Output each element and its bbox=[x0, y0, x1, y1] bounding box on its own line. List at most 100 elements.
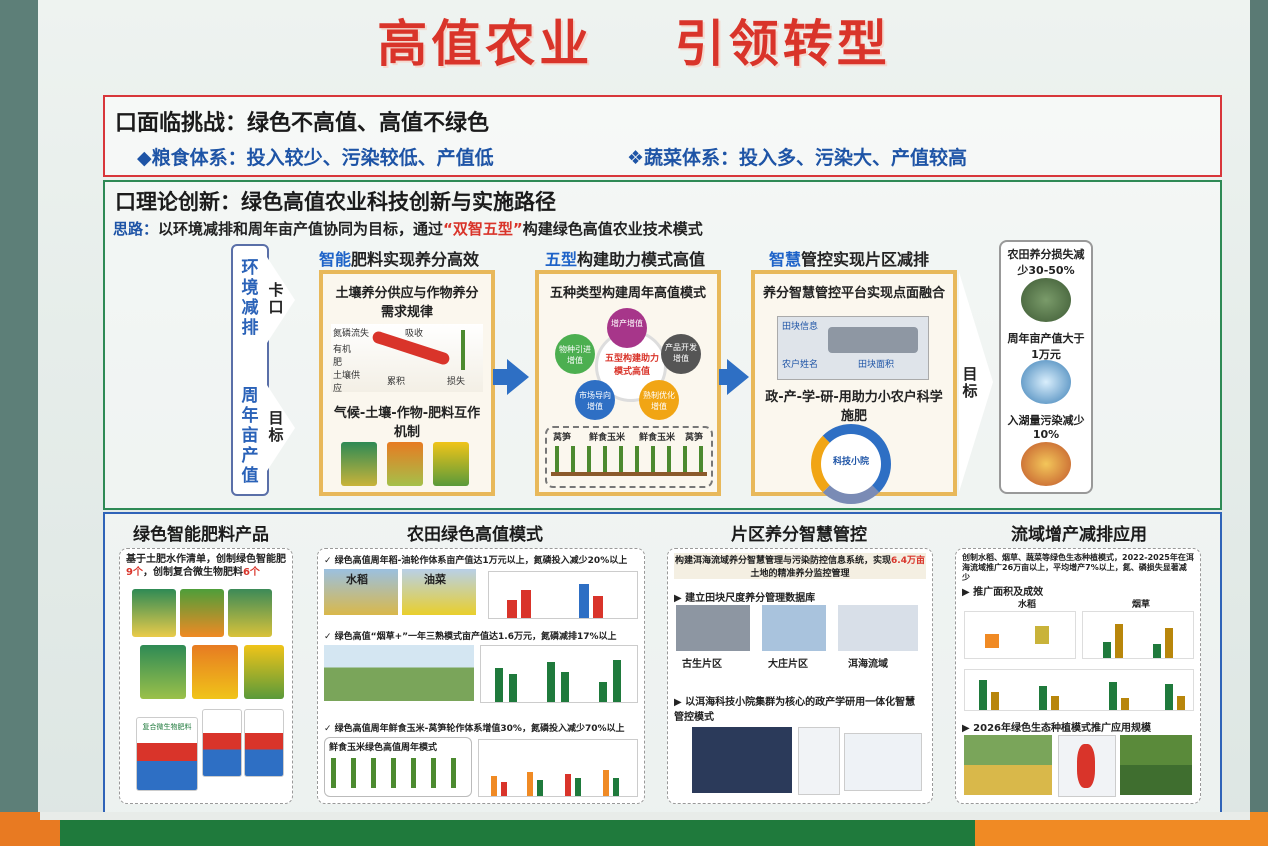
basin-rice: 水稻 bbox=[1018, 600, 1037, 610]
mode-row3: ✓ 绿色高值周年鲜食玉米-莴笋轮作体系增值30%，氮磷投入减少70%以上 bbox=[324, 724, 625, 734]
dazhuang-map bbox=[762, 605, 826, 651]
challenge-heading: 口面临挑战：绿色不高值、高值不绿色 bbox=[115, 111, 490, 136]
board-frame-left bbox=[0, 0, 38, 846]
target-arrow bbox=[959, 272, 993, 492]
basin-panel: 创制水稻、烟草、蔬菜等绿色生态种植模式，2022-2025年在洱海流域推广26万… bbox=[955, 548, 1201, 804]
crop-icons bbox=[555, 446, 703, 472]
col2-panel: 五种类型构建周年高值模式 五型构建助力模式高值 增产增值 产品开发增值 熟制优化… bbox=[535, 270, 721, 496]
basin-map bbox=[1058, 735, 1116, 797]
crop-photos bbox=[964, 735, 1052, 795]
phone-screens bbox=[844, 733, 922, 791]
col1-title: 智能肥料实现养分高效 bbox=[319, 250, 480, 269]
zone-db: ▶ 建立田块尺度养分管理数据库 bbox=[674, 593, 816, 604]
col2-center-text: 五型构建助力模式高值 bbox=[604, 354, 659, 377]
idea-highlight: “双智五型” bbox=[443, 220, 523, 238]
fertilizer-bag-icon bbox=[140, 645, 186, 699]
microbial-bag-icon: 复合微生物肥料 bbox=[136, 717, 198, 791]
zone-mode: ▶ 以洱海科技小院集群为核心的政产学研用一体化智慧管控模式 bbox=[674, 697, 916, 723]
theory-section: 口理论创新：绿色高值农业科技创新与实施路径 思路：以环境减排和周年亩产值协同为目… bbox=[103, 180, 1222, 510]
lake-photo bbox=[1021, 360, 1071, 404]
arrow-1-body bbox=[493, 369, 507, 385]
board-frame-right bbox=[1250, 0, 1268, 846]
dashboard-screen bbox=[692, 727, 792, 793]
mode-row2: ✓ 绿色高值“烟草+”一年三熟模式亩产值达1.6万元，氮磷减排17%以上 bbox=[324, 632, 617, 642]
basin-area: ▶ 推广面积及成效 bbox=[962, 587, 1044, 598]
col3-panel: 养分智慧管控平台实现点面融合 田块信息 农户姓名 田块面积 政-产-学-研-用助… bbox=[751, 270, 957, 504]
soil-line bbox=[551, 472, 707, 476]
crop-icons bbox=[331, 758, 465, 788]
title-left: 高值农业 bbox=[377, 15, 594, 73]
gusheng-map bbox=[676, 605, 750, 651]
zone-intro: 构建洱海流域养分智慧管理与污染防控信息系统，实现6.4万亩土地的精准养分监控管理 bbox=[674, 553, 926, 579]
col2-box-title: 五种类型构建周年高值模式 bbox=[549, 286, 706, 301]
corn-mode-box: 鲜食玉米绿色高值周年模式 bbox=[324, 737, 472, 797]
poster-title: 高值农业 引领转型 bbox=[0, 4, 1268, 76]
label-env-reduction: 环境减排 bbox=[241, 258, 259, 338]
microbial-bag-icon bbox=[244, 709, 284, 777]
kakou-arrow bbox=[265, 254, 295, 346]
label-target: 目标 bbox=[962, 365, 978, 400]
label-annual-value: 周年亩产值 bbox=[241, 386, 259, 486]
fertilizer-bag-icon bbox=[180, 589, 224, 637]
rice-photo: 水稻 bbox=[324, 569, 398, 615]
microbial-bag-icon bbox=[202, 709, 242, 777]
produce-photo bbox=[1021, 442, 1071, 486]
tobacco-photos bbox=[324, 645, 474, 701]
challenge-grain: ◆粮食体系：投入较少、污染较低、产值低 bbox=[137, 147, 494, 169]
lbl-loss: 损失 bbox=[447, 377, 466, 387]
zone-title: 片区养分智慧管控 bbox=[731, 525, 867, 545]
mode-row1: ✓ 绿色高值周年稻-油轮作体系亩产值达1万元以上，氮磷投入减少20%以上 bbox=[324, 556, 628, 566]
theory-heading: 口理论创新：绿色高值农业科技创新与实施路径 bbox=[115, 190, 556, 214]
rice-boxplot bbox=[964, 611, 1076, 659]
emission-charts bbox=[964, 669, 1194, 711]
fertilizer-bag-icon bbox=[341, 442, 377, 486]
fertilizer-bag-icon bbox=[387, 442, 423, 486]
mode-panel: ✓ 绿色高值周年稻-油轮作体系亩产值达1万元以上，氮磷投入减少20%以上 水稻 … bbox=[317, 548, 645, 804]
fertilizer-bag-icon bbox=[244, 645, 284, 699]
type-node: 物种引进增值 bbox=[555, 334, 595, 374]
bottom-stripe bbox=[0, 812, 1268, 846]
science-yard-ring: 科技小院 bbox=[811, 424, 891, 504]
dashboard-chart bbox=[798, 727, 840, 795]
tobacco-chart bbox=[1082, 611, 1194, 659]
mode-title: 农田绿色高值模式 bbox=[407, 525, 543, 545]
fertilizer-bag-icon bbox=[132, 589, 176, 637]
basin-plan: ▶ 2026年绿色生态种植模式推广应用规模 bbox=[962, 723, 1152, 734]
area-dazhuang: 大庄片区 bbox=[768, 659, 808, 670]
platform-map: 田块信息 农户姓名 田块面积 bbox=[777, 316, 929, 380]
result-1: 农田养分损失减少30-50% bbox=[1007, 248, 1085, 277]
challenge-vegetable: ❖蔬菜体系：投入多、污染大、产值较高 bbox=[627, 147, 968, 169]
region-shape bbox=[1077, 744, 1095, 788]
nutrient-diagram: 氮磷流失 吸收 有机肥 土壤供应 累积 损失 bbox=[331, 324, 483, 394]
map-region bbox=[828, 327, 918, 353]
erhai-map bbox=[838, 605, 918, 651]
rice-rape-chart bbox=[488, 571, 638, 619]
idea-text-a: 以环境减排和周年亩产值协同为目标，通过 bbox=[158, 220, 444, 238]
type-node: 市场导向增值 bbox=[575, 380, 615, 420]
type-node: 增产增值 bbox=[607, 308, 647, 348]
label-kakou: 卡口 bbox=[268, 281, 284, 316]
area-gusheng: 古生片区 bbox=[682, 659, 722, 670]
result-3: 入湖量污染减少10% bbox=[1007, 414, 1085, 441]
plant-icon bbox=[461, 330, 465, 370]
lbl-n-loss: 氮磷流失 bbox=[333, 329, 370, 339]
col1-mechanism: 气候-土壤-作物-肥料互作机制 bbox=[333, 406, 481, 440]
tobacco-chart bbox=[480, 645, 638, 703]
farmland-photo bbox=[1021, 278, 1071, 322]
fertilizer-bag-icon bbox=[228, 589, 272, 637]
lbl-absorb: 吸收 bbox=[405, 329, 424, 339]
col1-box-title: 土壤养分供应与作物养分需求规律 bbox=[335, 286, 479, 320]
results-panel: 农田养分损失减少30-50% 周年亩产值大于1万元 入湖量污染减少10% bbox=[999, 240, 1093, 494]
col3-box-title: 养分智慧管控平台实现点面融合 bbox=[763, 286, 946, 301]
title-right: 引领转型 bbox=[674, 15, 891, 73]
idea-text-b: 构建绿色高值农业技术模式 bbox=[522, 220, 703, 238]
col2-title: 五型构建助力模式高值 bbox=[545, 250, 706, 269]
type-node: 熟制优化增值 bbox=[639, 380, 679, 420]
products-panel: 基于土肥水作清单，创制绿色智能肥9个，创制复合微生物肥料6个 复合微生物肥料 bbox=[119, 548, 293, 804]
lbl-organic: 有机肥 bbox=[333, 345, 352, 368]
products-desc: 基于土肥水作清单，创制绿色智能肥9个，创制复合微生物肥料6个 bbox=[126, 554, 286, 578]
fertilizer-bag-icon bbox=[433, 442, 469, 486]
col3-cooperation: 政-产-学-研-用助力小农户科学施肥 bbox=[765, 390, 943, 424]
lbl-accum: 累积 bbox=[387, 377, 406, 387]
basin-tobacco: 烟草 bbox=[1132, 600, 1151, 610]
